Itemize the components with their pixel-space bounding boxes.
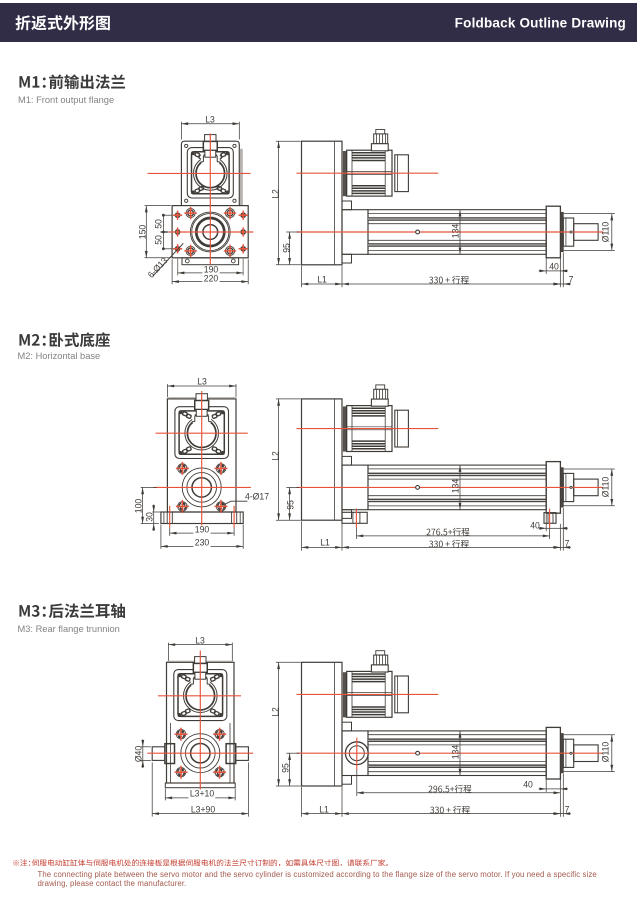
m1-side-dim-95: 95 bbox=[281, 243, 292, 254]
m3-side-dim-stroke2 bbox=[428, 785, 472, 794]
m1-side-dim-7: 7 bbox=[568, 274, 574, 285]
m1-front-dim-150: 150 bbox=[137, 224, 148, 239]
m3-side-view bbox=[275, 650, 615, 817]
page-title-en: Foldback Outline Drawing bbox=[454, 15, 626, 30]
m3-side-dim-40: 40 bbox=[523, 779, 533, 790]
m2-side-dim-95: 95 bbox=[285, 499, 296, 510]
m3-side-dim-95: 95 bbox=[280, 763, 291, 773]
m1-front-dim-l3: L3 bbox=[205, 114, 216, 125]
section-m1-subtitle: M1: Front output flange bbox=[18, 95, 115, 106]
note-en-line1: The connecting plate between the servo m… bbox=[37, 869, 597, 879]
m2-side-dim-l1: L1 bbox=[319, 537, 330, 548]
header-bar: Foldback Outline Drawing bbox=[0, 3, 637, 42]
m2-front-dim-190: 190 bbox=[193, 524, 211, 535]
m3-front-view bbox=[140, 642, 254, 817]
m1-side-dim-dia110: Ø110 bbox=[600, 221, 611, 242]
m1-side-dim-134: 134 bbox=[450, 223, 461, 239]
section-m2-title bbox=[18, 332, 110, 348]
m3-side-dim-7: 7 bbox=[564, 804, 569, 815]
m2-side-dim-stroke bbox=[429, 539, 469, 548]
m1-front-dim-190: 190 bbox=[202, 264, 220, 275]
m2-front-dim-100: 100 bbox=[133, 498, 144, 514]
m3-side-dim-l1: L1 bbox=[318, 804, 329, 815]
m2-side-dim-dia110: Ø110 bbox=[600, 476, 611, 498]
m1-front-view bbox=[144, 121, 254, 285]
m2-side-view bbox=[275, 384, 615, 551]
m2-side-dim-134: 134 bbox=[450, 478, 461, 494]
section-m2-subtitle: M2: Horizontal base bbox=[17, 351, 101, 361]
m3-front-dim-l3p10: L3+10 bbox=[188, 788, 216, 799]
m1-front-dim-50a: 50 bbox=[153, 218, 164, 229]
m2-front-dim-30: 30 bbox=[144, 512, 155, 523]
m1-front-dim-220: 220 bbox=[202, 273, 220, 284]
section-m3-subtitle: M3: Rear flange trunnion bbox=[17, 623, 120, 634]
m2-front-view bbox=[140, 384, 251, 549]
m3-side-dim-stroke bbox=[429, 805, 470, 815]
note-en-line2: drawing, please contact the manufacturer… bbox=[37, 879, 187, 888]
m2-front-holes-callout: 4-Ø17 bbox=[245, 491, 270, 502]
m3-side-dim-134: 134 bbox=[450, 744, 461, 760]
m1-side-view bbox=[275, 129, 615, 288]
m2-side-dim-stroke2 bbox=[426, 527, 470, 536]
m1-front-dim-50b: 50 bbox=[153, 235, 164, 246]
m2-side-dim-7: 7 bbox=[564, 538, 570, 549]
m3-front-dim-l3: L3 bbox=[195, 635, 206, 646]
m3-front-dim-dia40: Ø40 bbox=[133, 745, 144, 762]
m1-side-dim-40: 40 bbox=[548, 261, 559, 272]
m3-front-dim-l3p90: L3+90 bbox=[190, 804, 215, 815]
m3-side-dim-dia110: Ø110 bbox=[600, 741, 611, 762]
m2-front-dim-l3: L3 bbox=[197, 376, 207, 387]
m1-side-dim-l2: L2 bbox=[270, 189, 281, 199]
m2-side-dim-40: 40 bbox=[529, 520, 540, 531]
m3-side-dim-l2: L2 bbox=[270, 706, 281, 717]
section-m3-title bbox=[18, 603, 126, 619]
section-m1-title bbox=[18, 74, 126, 90]
m1-side-dim-stroke bbox=[428, 275, 469, 284]
m2-side-dim-l2: L2 bbox=[270, 451, 281, 461]
note-zh bbox=[12, 858, 393, 867]
m2-front-dim-230: 230 bbox=[193, 537, 211, 548]
m1-side-dim-l1: L1 bbox=[316, 274, 327, 285]
page-title-zh bbox=[15, 14, 111, 30]
